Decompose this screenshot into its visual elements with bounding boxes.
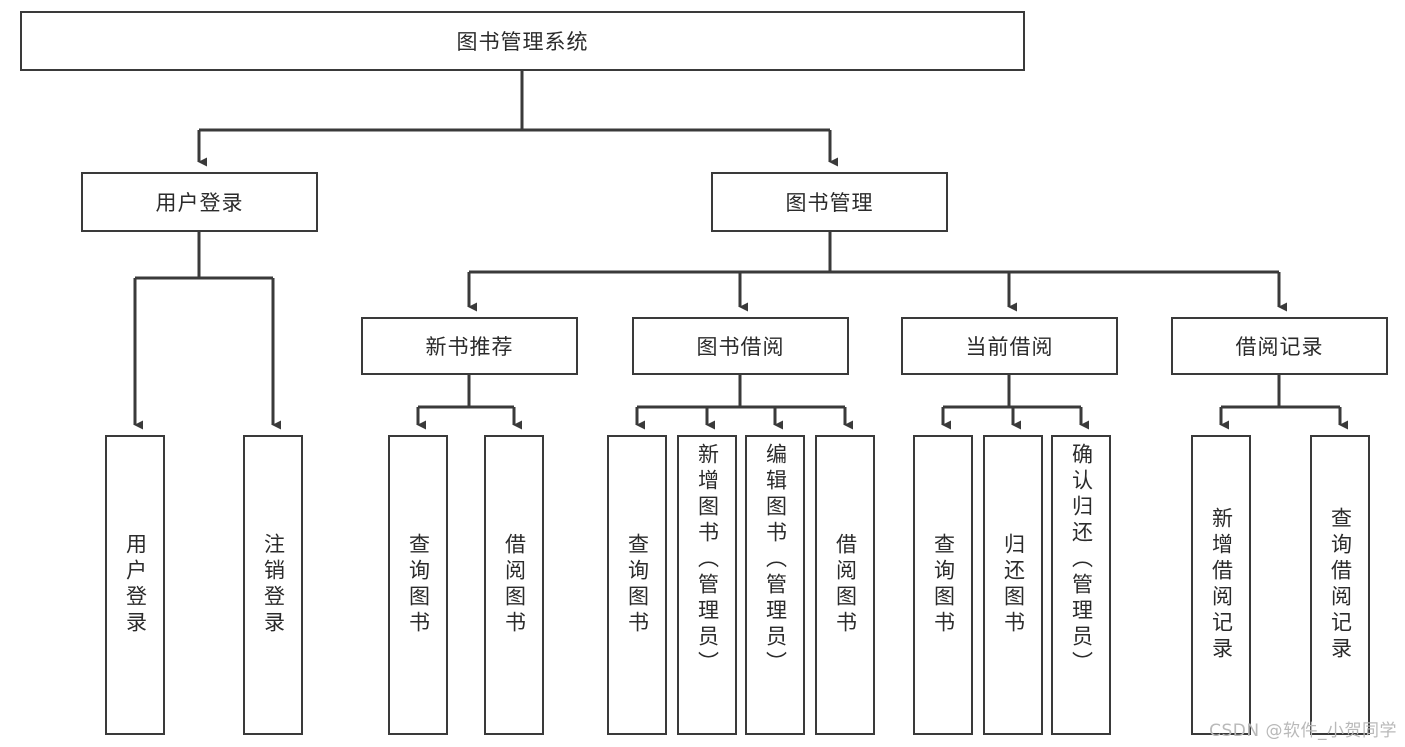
node-leaf-user-login[interactable]: 用户登录 [105,435,165,735]
node-book-manage[interactable]: 图书管理 [711,172,948,232]
node-root-label: 图书管理系统 [456,30,589,54]
node-book-borrow[interactable]: 图书借阅 [632,317,849,375]
node-leaf-add-book-label: 新增图书（管理员） [695,443,720,677]
node-leaf-edit-book[interactable]: 编辑图书（管理员） [745,435,805,735]
node-leaf-borrow-book-2[interactable]: 借阅图书 [815,435,875,735]
csdn-watermark: CSDN @软件_小贺同学 [1209,721,1397,741]
node-borrow-record-label: 借阅记录 [1235,335,1324,359]
node-leaf-borrow-book-1[interactable]: 借阅图书 [484,435,544,735]
node-leaf-borrow-book-2-label: 借阅图书 [833,533,858,637]
node-leaf-logout[interactable]: 注销登录 [243,435,303,735]
node-leaf-logout-label: 注销登录 [261,533,286,637]
node-leaf-query-book-3-label: 查询图书 [931,533,956,637]
node-leaf-query-book-2[interactable]: 查询图书 [607,435,667,735]
node-leaf-add-book[interactable]: 新增图书（管理员） [677,435,737,735]
node-leaf-query-book-1[interactable]: 查询图书 [388,435,448,735]
node-new-book-rec[interactable]: 新书推荐 [361,317,578,375]
node-user-login[interactable]: 用户登录 [81,172,318,232]
node-root[interactable]: 图书管理系统 [20,11,1025,71]
node-current-borrow-label: 当前借阅 [965,335,1054,359]
node-leaf-query-book-1-label: 查询图书 [406,533,431,637]
node-leaf-return-book[interactable]: 归还图书 [983,435,1043,735]
node-leaf-query-record[interactable]: 查询借阅记录 [1310,435,1370,735]
node-leaf-add-record[interactable]: 新增借阅记录 [1191,435,1251,735]
node-leaf-borrow-book-1-label: 借阅图书 [502,533,527,637]
node-leaf-query-book-2-label: 查询图书 [625,533,650,637]
node-leaf-edit-book-label: 编辑图书（管理员） [763,443,788,677]
node-leaf-user-login-label: 用户登录 [123,533,148,637]
node-new-book-rec-label: 新书推荐 [425,335,514,359]
node-borrow-record[interactable]: 借阅记录 [1171,317,1388,375]
node-leaf-return-book-label: 归还图书 [1001,533,1026,637]
node-leaf-confirm-return[interactable]: 确认归还（管理员） [1051,435,1111,735]
node-book-manage-label: 图书管理 [785,191,874,215]
node-leaf-add-record-label: 新增借阅记录 [1209,507,1234,663]
node-leaf-query-record-label: 查询借阅记录 [1328,507,1353,663]
node-book-borrow-label: 图书借阅 [696,335,785,359]
node-leaf-confirm-return-label: 确认归还（管理员） [1069,443,1094,677]
node-current-borrow[interactable]: 当前借阅 [901,317,1118,375]
node-leaf-query-book-3[interactable]: 查询图书 [913,435,973,735]
node-user-login-label: 用户登录 [155,191,244,215]
